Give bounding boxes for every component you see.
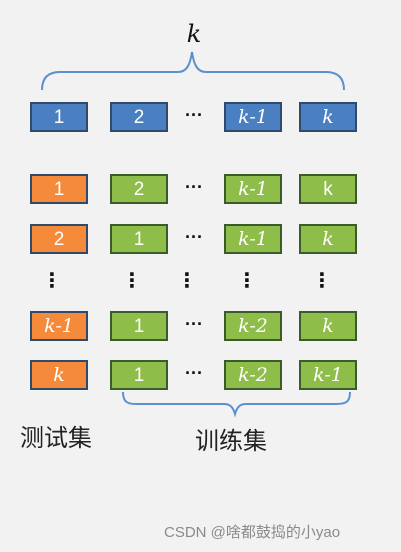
row-ellipsis-4: ··· — [185, 363, 203, 383]
vertical-ellipsis-2: ⋮ — [177, 270, 197, 292]
watermark: CSDN @啥都鼓捣的小yao — [164, 524, 341, 541]
vertical-ellipsis-0: ⋮ — [42, 270, 62, 292]
fold-cell-r0-c0: 1 — [30, 102, 88, 132]
k-label: k — [186, 20, 202, 48]
fold-cell-r0-c3: k — [299, 102, 357, 132]
fold-cell-r3-c0: k-1 — [30, 311, 88, 341]
fold-cell-r2-c1: 1 — [110, 224, 168, 254]
fold-cell-r2-c3: k — [299, 224, 357, 254]
fold-cell-r3-c2: k-2 — [224, 311, 282, 341]
fold-cell-r4-c1: 1 — [110, 360, 168, 390]
row-ellipsis-3: ··· — [185, 314, 203, 334]
row-ellipsis-2: ··· — [185, 227, 203, 247]
vertical-ellipsis-4: ⋮ — [312, 270, 332, 292]
fold-cell-r0-c2: k-1 — [224, 102, 282, 132]
fold-cell-r1-c2: k-1 — [224, 174, 282, 204]
fold-cell-r3-c1: 1 — [110, 311, 168, 341]
fold-cell-r3-c3: k — [299, 311, 357, 341]
fold-cell-r1-c0: 1 — [30, 174, 88, 204]
fold-cell-r4-c3: k-1 — [299, 360, 357, 390]
fold-cell-r4-c0: k — [30, 360, 88, 390]
fold-cell-r2-c2: k-1 — [224, 224, 282, 254]
bottom-brace — [122, 391, 351, 418]
vertical-ellipsis-1: ⋮ — [122, 270, 142, 292]
row-ellipsis-1: ··· — [185, 177, 203, 197]
test-set-label: 测试集 — [20, 425, 92, 452]
train-set-label: 训练集 — [195, 428, 267, 455]
fold-cell-r1-c1: 2 — [110, 174, 168, 204]
fold-cell-r0-c1: 2 — [110, 102, 168, 132]
fold-cell-r2-c0: 2 — [30, 224, 88, 254]
vertical-ellipsis-3: ⋮ — [237, 270, 257, 292]
row-ellipsis-0: ··· — [185, 105, 203, 125]
fold-cell-r4-c2: k-2 — [224, 360, 282, 390]
fold-cell-r1-c3: k — [299, 174, 357, 204]
top-brace — [41, 51, 345, 91]
